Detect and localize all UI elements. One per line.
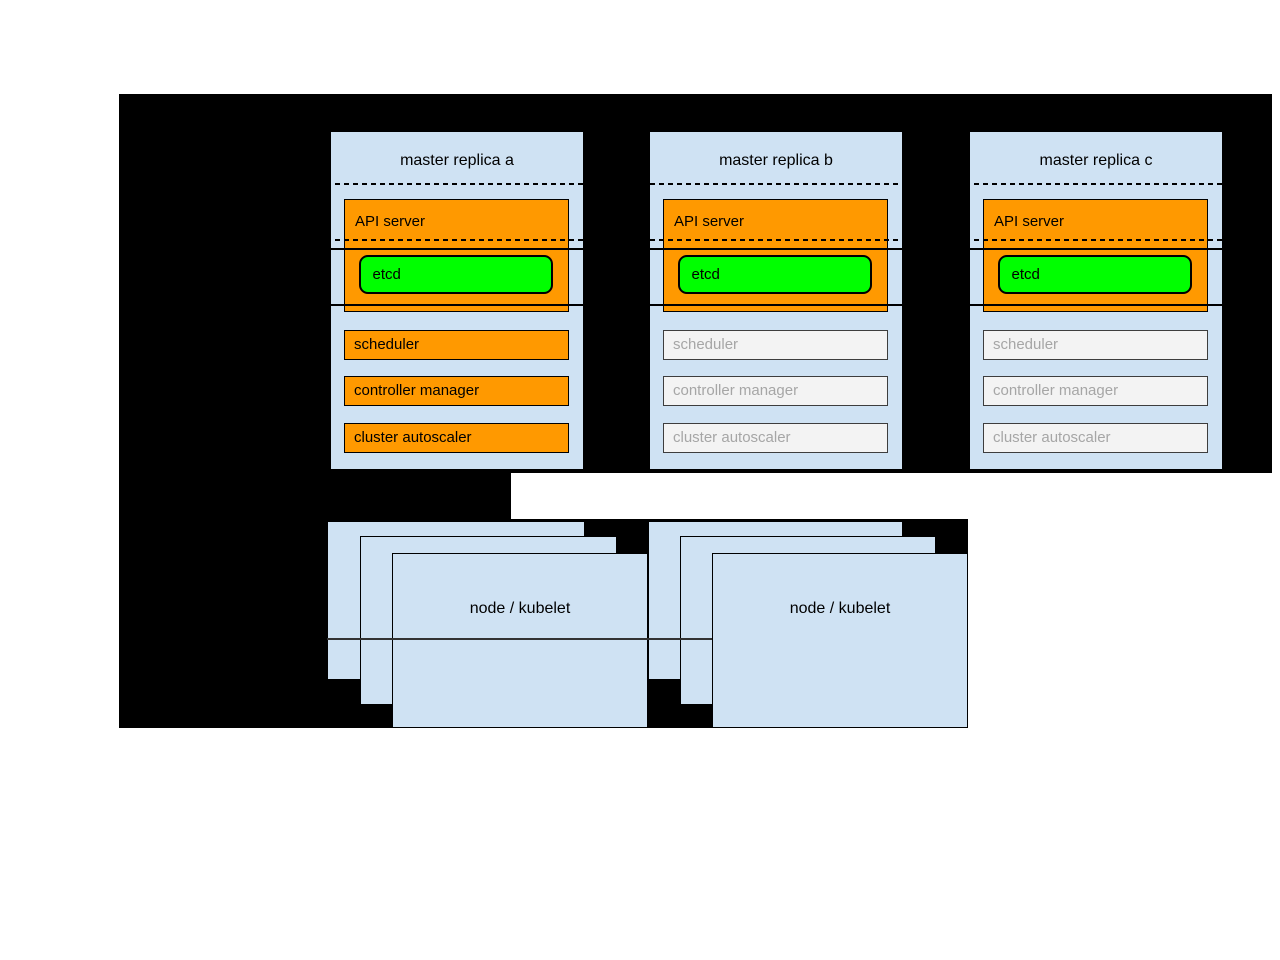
- etcd-box: etcd: [677, 255, 872, 294]
- api-server-box: API server etcd: [344, 199, 569, 312]
- master-replica-b-box: master replica b API server etcd schedul…: [648, 130, 904, 471]
- node-stack-2-front-box: node / kubelet: [712, 553, 968, 728]
- etcd-cluster-band-top-line: [119, 248, 1272, 250]
- master-replica-c-title: master replica c: [1039, 152, 1153, 169]
- etcd-cluster-band-bottom-line: [119, 304, 1272, 306]
- node-title-divider-line: [327, 638, 712, 640]
- master-replica-a-title: master replica a: [400, 152, 514, 169]
- scheduler-box: scheduler: [663, 330, 888, 360]
- api-server-label: API server: [674, 213, 745, 230]
- node-stack-1-front-box: node / kubelet: [392, 553, 648, 728]
- api-server-box: API server etcd: [663, 199, 888, 312]
- etcd-box: etcd: [997, 255, 1192, 294]
- api-server-box: API server etcd: [983, 199, 1208, 312]
- node-kubelet-label: node / kubelet: [469, 600, 571, 617]
- load-balancer-band-bottom-line: [119, 239, 1272, 241]
- etcd-label: etcd: [372, 266, 401, 283]
- etcd-label: etcd: [691, 266, 720, 283]
- scheduler-box: scheduler: [983, 330, 1208, 360]
- controller-manager-box: controller manager: [983, 376, 1208, 406]
- cluster-autoscaler-box: cluster autoscaler: [344, 423, 569, 453]
- canvas-background-middle: [119, 473, 511, 519]
- api-server-label: API server: [355, 213, 426, 230]
- cluster-autoscaler-box: cluster autoscaler: [663, 423, 888, 453]
- scheduler-box: scheduler: [344, 330, 569, 360]
- master-replica-b-title: master replica b: [719, 152, 833, 169]
- master-replica-c-box: master replica c API server etcd schedul…: [968, 130, 1224, 471]
- controller-manager-box: controller manager: [663, 376, 888, 406]
- etcd-label: etcd: [1011, 266, 1040, 283]
- api-server-label: API server: [994, 213, 1065, 230]
- etcd-box: etcd: [358, 255, 553, 294]
- cluster-autoscaler-box: cluster autoscaler: [983, 423, 1208, 453]
- controller-manager-box: controller manager: [344, 376, 569, 406]
- master-replica-a-box: master replica a API server etcd schedul…: [329, 130, 585, 471]
- load-balancer-band-top-line: [119, 183, 1272, 185]
- node-kubelet-label: node / kubelet: [789, 600, 891, 617]
